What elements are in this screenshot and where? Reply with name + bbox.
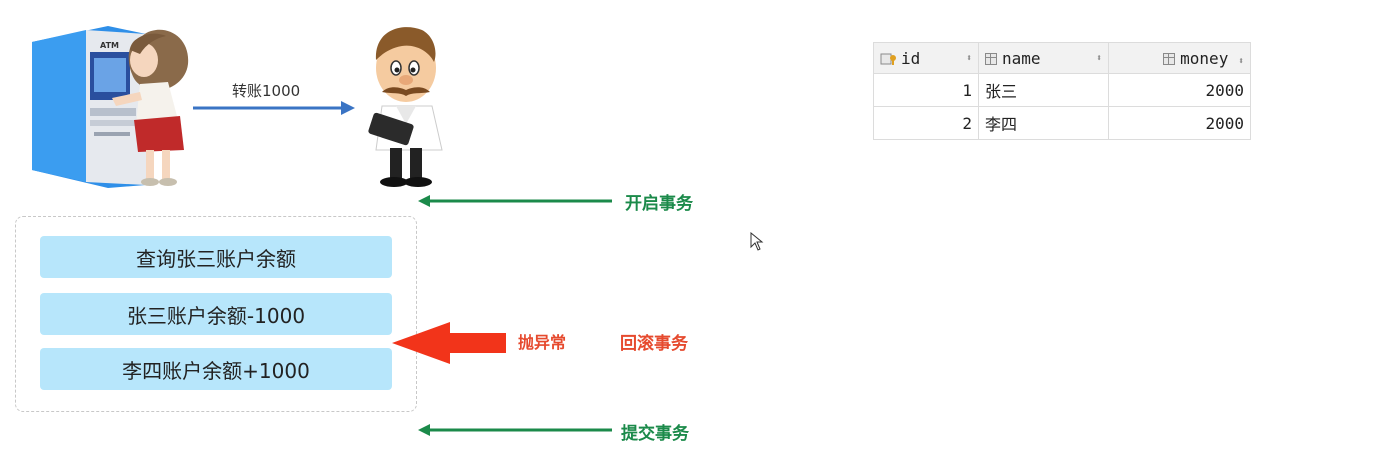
commit-transaction-label: 提交事务: [621, 424, 689, 444]
column-icon: [1163, 52, 1176, 65]
exception-label: 抛异常: [518, 333, 567, 352]
transaction-box: [15, 216, 417, 412]
step-credit: 李四账户余额+1000: [40, 348, 392, 390]
sort-icon[interactable]: ⬍: [965, 52, 972, 64]
cell-name[interactable]: 李四: [978, 106, 1109, 140]
clerk-illustration: [368, 27, 443, 187]
commit-arrow: [418, 424, 612, 436]
primary-key-icon: [880, 51, 898, 65]
table-row[interactable]: 1 张三 2000: [873, 73, 1251, 107]
column-label-name: name: [1002, 48, 1041, 68]
column-header-money[interactable]: money ⬍: [1108, 42, 1251, 74]
column-label-id: id: [901, 48, 921, 68]
cell-name[interactable]: 张三: [978, 73, 1109, 107]
accounts-table: id ⬍ name ⬍ money ⬍ 1 张三 2000 2 李四 2000: [873, 42, 1251, 140]
atm-illustration: ATM: [32, 26, 189, 188]
cell-money[interactable]: 2000: [1108, 106, 1251, 140]
column-icon: [985, 52, 997, 65]
rollback-label: 回滚事务: [620, 334, 688, 354]
table-row[interactable]: 2 李四 2000: [873, 106, 1251, 140]
begin-transaction-label: 开启事务: [625, 194, 693, 214]
column-label-money: money: [1180, 48, 1229, 68]
exception-arrow: [392, 322, 506, 364]
table-header-row: id ⬍ name ⬍ money ⬍: [873, 42, 1251, 74]
begin-arrow: [418, 195, 612, 207]
transfer-arrow: [193, 101, 355, 115]
atm-sign: ATM: [100, 41, 119, 50]
column-header-name[interactable]: name ⬍: [978, 42, 1109, 74]
mouse-cursor-icon: [750, 232, 764, 251]
step-debit: 张三账户余额-1000: [40, 293, 392, 335]
step-query-balance: 查询张三账户余额: [40, 236, 392, 278]
sort-icon[interactable]: ⬍: [1237, 55, 1244, 67]
cell-money[interactable]: 2000: [1108, 73, 1251, 107]
column-header-id[interactable]: id ⬍: [873, 42, 979, 74]
cell-id[interactable]: 1: [873, 73, 979, 107]
sort-icon[interactable]: ⬍: [1095, 52, 1102, 64]
transfer-label: 转账1000: [232, 82, 301, 100]
cell-id[interactable]: 2: [873, 106, 979, 140]
